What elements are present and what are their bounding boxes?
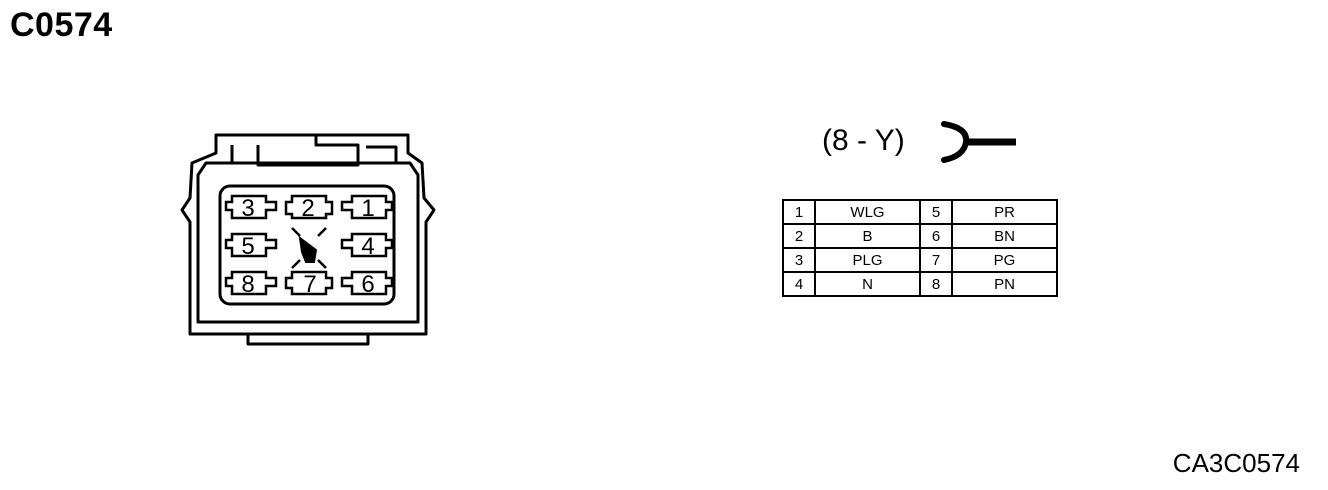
cavity-number: 1 bbox=[361, 195, 374, 222]
wire-color: PG bbox=[951, 247, 1058, 273]
pin-number: 5 bbox=[919, 199, 953, 225]
pin-number: 2 bbox=[782, 223, 816, 249]
cavity-number: 5 bbox=[241, 233, 254, 260]
cavity-area bbox=[218, 184, 396, 306]
pin-number: 4 bbox=[782, 271, 816, 297]
table-row: 3 PLG 7 PG bbox=[782, 247, 1058, 273]
wire-color: WLG bbox=[814, 199, 921, 225]
wire-color: PR bbox=[951, 199, 1058, 225]
connector-bottom-tab bbox=[246, 334, 370, 346]
cavity-4 bbox=[340, 232, 394, 258]
cavity-number: 3 bbox=[241, 195, 254, 222]
cavity-8 bbox=[224, 270, 278, 296]
cavity-number: 8 bbox=[241, 271, 254, 298]
cavity-number: 2 bbox=[301, 195, 314, 222]
connector-id: C0574 bbox=[10, 6, 113, 44]
cavity-7 bbox=[284, 270, 334, 296]
wire-color: N bbox=[814, 271, 921, 297]
table-row: 2 B 6 BN bbox=[782, 223, 1058, 249]
pin-number: 8 bbox=[919, 271, 953, 297]
cavity-2 bbox=[284, 194, 334, 220]
wire-color: B bbox=[814, 223, 921, 249]
pin-number: 1 bbox=[782, 199, 816, 225]
wire-color: PLG bbox=[814, 247, 921, 273]
center-key-outline bbox=[291, 227, 327, 269]
wire-color: BN bbox=[951, 223, 1058, 249]
center-key-icon bbox=[298, 235, 318, 263]
cavity-5 bbox=[224, 232, 278, 258]
cavity-number: 4 bbox=[361, 233, 374, 260]
terminal-label: (8 - Y) bbox=[822, 124, 905, 157]
table-row: 4 N 8 PN bbox=[782, 271, 1058, 297]
reference-code: CA3C0574 bbox=[1172, 448, 1300, 478]
cavity-3 bbox=[224, 194, 278, 220]
connector-latch bbox=[256, 136, 360, 167]
pin-table: 1 WLG 5 PR 2 B 6 BN 3 PLG 7 PG 4 N 8 PN bbox=[782, 199, 1058, 297]
pin-number: 3 bbox=[782, 247, 816, 273]
connector-inner-outline bbox=[196, 161, 420, 324]
cavity-number: 7 bbox=[303, 271, 316, 298]
pin-number: 6 bbox=[919, 223, 953, 249]
cavity-6 bbox=[340, 270, 394, 296]
cavity-1 bbox=[340, 194, 394, 220]
wire-color: PN bbox=[951, 271, 1058, 297]
table-row: 1 WLG 5 PR bbox=[782, 199, 1058, 225]
pin-number: 7 bbox=[919, 247, 953, 273]
connector-housing-outline bbox=[180, 133, 436, 336]
terminal-cavities bbox=[224, 194, 394, 296]
female-terminal-icon bbox=[941, 121, 1016, 163]
cavity-number: 6 bbox=[361, 271, 374, 298]
